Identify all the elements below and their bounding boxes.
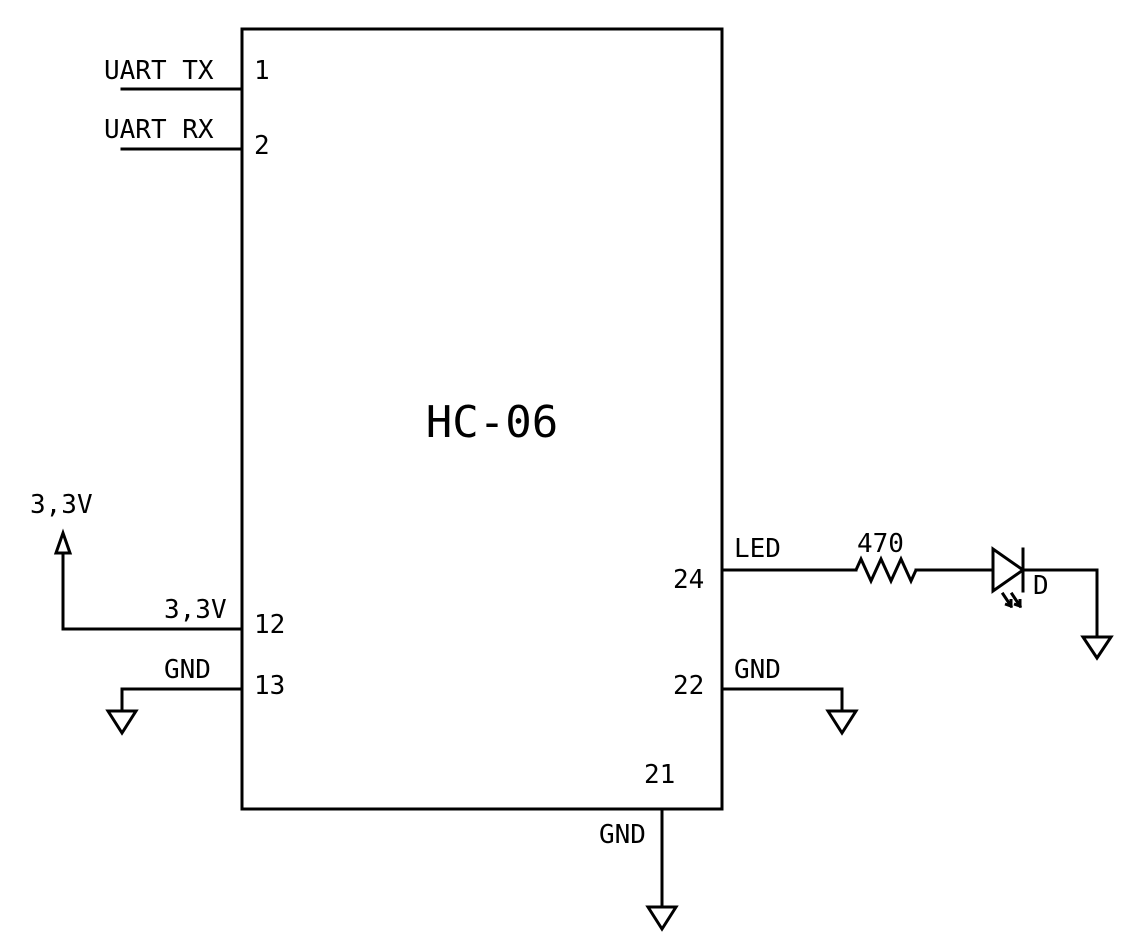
pin12-net-label: 3,3V xyxy=(164,595,227,625)
hc06-module-body xyxy=(240,27,724,811)
ground-symbol-icon xyxy=(1080,635,1114,661)
resistor-value: 470 xyxy=(857,529,904,559)
led-diode-icon xyxy=(991,546,1026,594)
resistor-icon xyxy=(854,555,918,585)
ground-symbol-icon xyxy=(645,905,679,932)
module-title: HC-06 xyxy=(426,397,558,448)
pin22-wire xyxy=(720,687,844,713)
pin2-net-label: UART RX xyxy=(104,115,214,145)
led-emission-arrows-icon xyxy=(1000,591,1023,609)
pin1-net-label: UART TX xyxy=(104,56,214,86)
pin24-number: 24 xyxy=(673,565,704,595)
pin21-net-label: GND xyxy=(599,820,646,850)
pin12-wire xyxy=(61,551,244,631)
ground-symbol-icon xyxy=(105,709,139,736)
power-arrow-icon xyxy=(53,528,73,555)
led-ref-label: D xyxy=(1033,571,1049,601)
pin13-net-label: GND xyxy=(164,655,211,685)
pin21-number: 21 xyxy=(644,760,675,790)
power-supply-label: 3,3V xyxy=(30,490,93,520)
pin13-wire xyxy=(120,687,244,713)
pin13-number: 13 xyxy=(254,671,285,701)
pin22-net-label: GND xyxy=(734,655,781,685)
led-ground-wire xyxy=(1021,568,1099,639)
ground-symbol-icon xyxy=(825,709,859,736)
pin12-number: 12 xyxy=(254,610,285,640)
pin22-number: 22 xyxy=(673,671,704,701)
pin1-number: 1 xyxy=(254,56,270,86)
pin24-net-label: LED xyxy=(734,534,781,564)
pin2-number: 2 xyxy=(254,131,270,161)
